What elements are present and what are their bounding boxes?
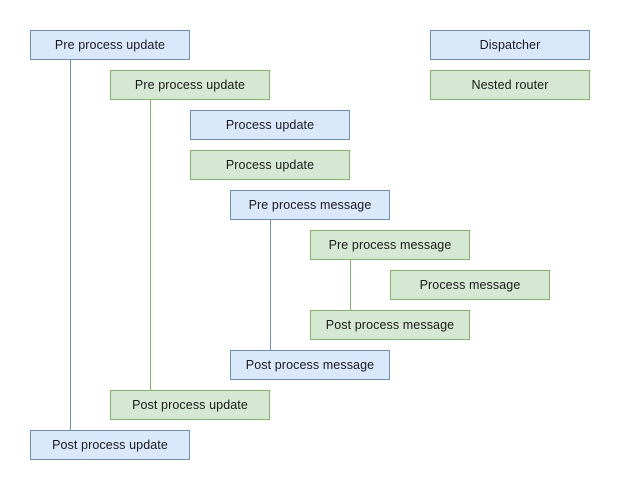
node-label: Pre process update bbox=[54, 37, 166, 52]
connector-router-update-span bbox=[150, 100, 151, 390]
node-box[interactable]: Post process message bbox=[230, 350, 390, 380]
node-label: Pre process message bbox=[328, 237, 452, 252]
connector-dispatcher-message-span bbox=[270, 220, 271, 350]
legend-item-nested-router[interactable]: Nested router bbox=[430, 70, 590, 100]
legend-item-dispatcher[interactable]: Dispatcher bbox=[430, 30, 590, 60]
connector-dispatcher-update-span bbox=[70, 60, 71, 430]
legend-item-label: Dispatcher bbox=[479, 37, 541, 52]
node-box[interactable]: Process update bbox=[190, 110, 350, 140]
node-box[interactable]: Process message bbox=[390, 270, 550, 300]
node-box[interactable]: Post process message bbox=[310, 310, 470, 340]
node-label: Post process update bbox=[132, 397, 248, 412]
connector-router-message-span bbox=[350, 260, 351, 310]
legend-item-label: Nested router bbox=[471, 77, 549, 92]
node-box[interactable]: Pre process update bbox=[30, 30, 190, 60]
node-label: Process update bbox=[225, 117, 315, 132]
node-box[interactable]: Pre process message bbox=[310, 230, 470, 260]
node-box[interactable]: Post process update bbox=[110, 390, 270, 420]
node-label: Post process message bbox=[245, 357, 375, 372]
node-label: Process update bbox=[225, 157, 315, 172]
node-box[interactable]: Process update bbox=[190, 150, 350, 180]
node-label: Pre process message bbox=[248, 197, 372, 212]
node-label: Post process update bbox=[52, 437, 168, 452]
node-box[interactable]: Pre process update bbox=[110, 70, 270, 100]
node-label: Pre process update bbox=[134, 77, 246, 92]
node-label: Post process message bbox=[325, 317, 455, 332]
node-box[interactable]: Pre process message bbox=[230, 190, 390, 220]
node-box[interactable]: Post process update bbox=[30, 430, 190, 460]
node-label: Process message bbox=[419, 277, 521, 292]
